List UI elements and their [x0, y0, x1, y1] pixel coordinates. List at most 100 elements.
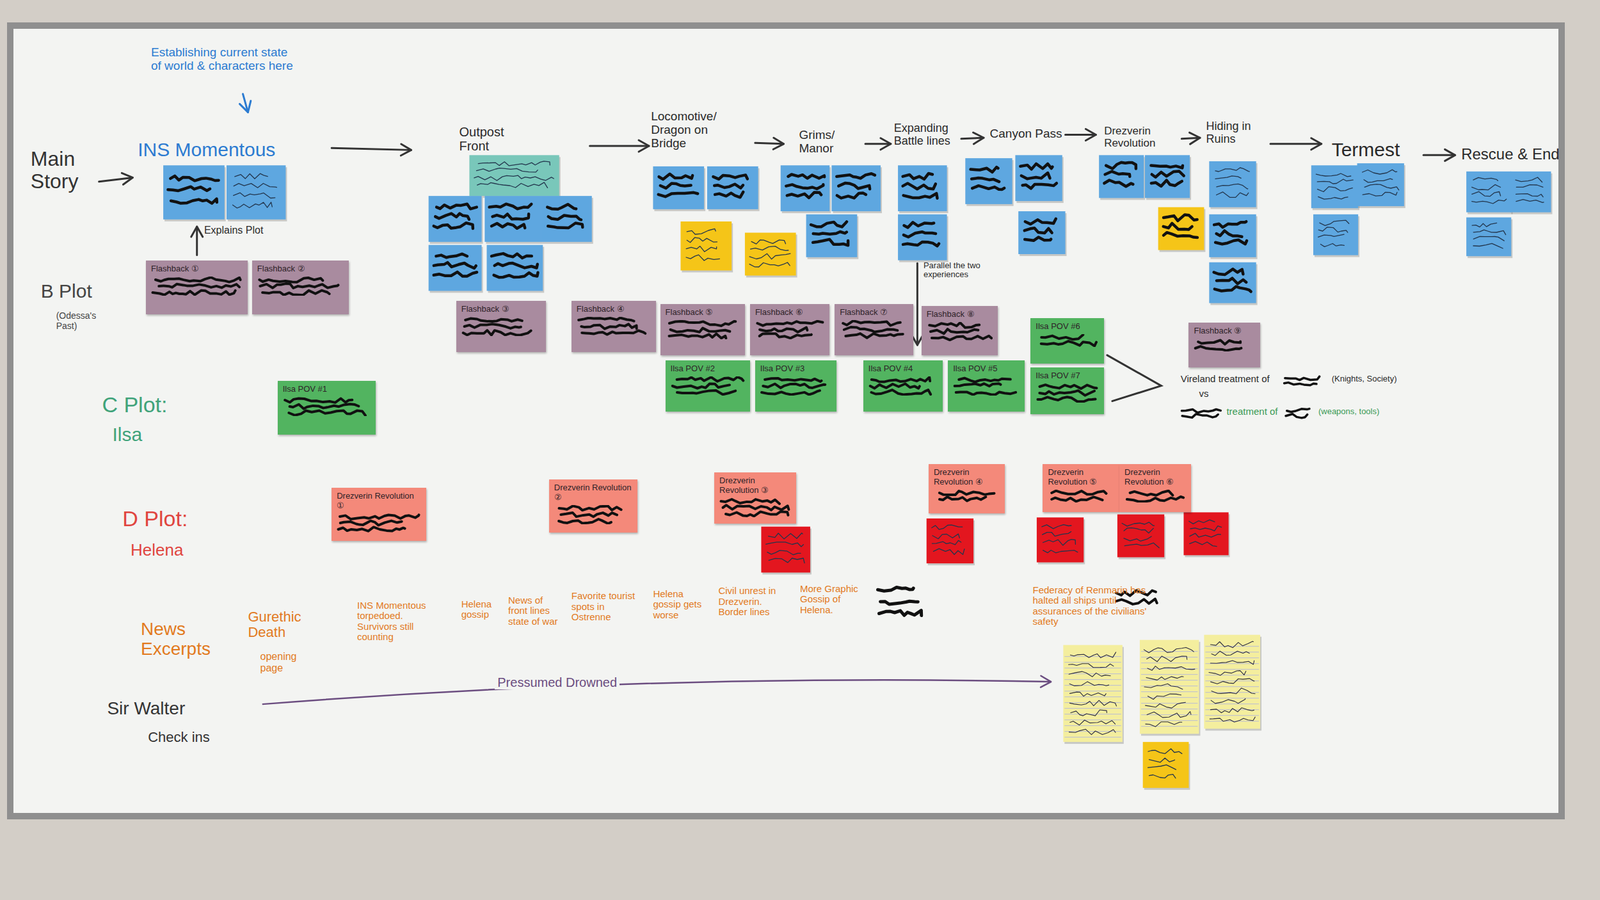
news-excerpt: Gurethic Death — [247, 609, 320, 640]
sticky-note — [428, 245, 482, 292]
handwriting-scribble — [1473, 229, 1506, 235]
sticky-note — [487, 245, 544, 292]
card-heading: Drezverin Revolution ⑤ — [1047, 467, 1115, 488]
ruled-line — [1205, 674, 1259, 676]
section-heading: Expanding Battle lines — [894, 122, 961, 148]
handwriting-scribble — [749, 262, 790, 267]
handwriting-scribble — [1515, 177, 1543, 183]
redaction-scribble — [1182, 414, 1218, 418]
redaction-scribble — [812, 239, 848, 246]
index-card: Drezverin Revolution ① — [331, 487, 427, 541]
sticky-note — [428, 195, 482, 242]
card-heading: Ilsa POV #4 — [868, 364, 938, 374]
redaction-scribble — [1022, 183, 1057, 189]
handwriting-scribble — [1473, 243, 1503, 249]
marker-arrow — [916, 263, 919, 345]
index-card: Flashback ⑤ — [660, 304, 745, 356]
row-sublabel: Check ins — [147, 729, 230, 745]
handwriting-scribble — [1189, 533, 1221, 537]
redaction-area — [719, 497, 792, 518]
redaction-scribble — [1215, 240, 1247, 245]
handwriting-scribble — [1189, 519, 1215, 524]
redaction-scribble — [170, 199, 217, 204]
arrow-head — [973, 132, 984, 144]
handwriting-scribble — [1472, 222, 1497, 227]
sticky-note — [1117, 514, 1165, 558]
redaction-scribble — [284, 398, 352, 402]
card-heading: Drezverin Revolution ④ — [933, 467, 1001, 488]
handwriting-scribble — [1068, 663, 1114, 668]
handwriting-scribble — [1318, 227, 1348, 233]
handwriting-scribble — [1320, 243, 1344, 248]
redaction-scribble — [558, 506, 621, 511]
redaction-area — [760, 376, 832, 396]
arrow-head — [239, 101, 251, 113]
marker-chevron — [1107, 355, 1162, 402]
arrow-head — [880, 138, 891, 150]
handwriting-scribble — [1318, 196, 1348, 200]
card-heading: Flashback ⑧ — [926, 309, 994, 320]
redaction-scribble — [836, 173, 875, 178]
row-label: Sir Walter — [106, 698, 209, 719]
redaction-scribble — [660, 183, 692, 189]
arrow-head — [1189, 132, 1200, 144]
redaction-scribble — [1021, 172, 1051, 179]
sticky-note — [1036, 517, 1084, 562]
sticky-note — [926, 518, 974, 564]
redaction-drawing — [336, 513, 422, 533]
arrow-head — [1040, 675, 1051, 688]
redaction-drawing — [257, 276, 344, 296]
redaction-area — [670, 376, 745, 396]
redaction-scribble — [903, 193, 938, 199]
card-heading: Ilsa POV #3 — [760, 364, 832, 374]
index-card: Drezverin Revolution ③ — [714, 472, 797, 524]
redaction-scribble — [1041, 341, 1097, 347]
handwriting-scribble — [478, 161, 550, 166]
redaction-scribble — [764, 378, 822, 382]
redaction-scribble — [788, 174, 825, 179]
redaction-scribble — [1163, 232, 1198, 238]
news-excerpt: News of front lines state of war — [508, 595, 562, 628]
redaction-scribble — [721, 499, 781, 504]
row-label: News Excerpts — [140, 619, 233, 660]
ruled-line — [1064, 736, 1121, 738]
redaction-scribble — [970, 167, 999, 173]
ruled-line — [1064, 730, 1121, 732]
handwriting-scribble — [1215, 167, 1250, 172]
sticky-note — [1311, 165, 1359, 208]
index-card: Drezverin Revolution ⑥ — [1119, 464, 1192, 512]
sticky-note — [1313, 214, 1359, 256]
redaction-scribble — [465, 318, 523, 322]
handwriting-scribble — [1070, 720, 1116, 726]
section-heading: Grims/ Manor — [798, 128, 850, 156]
ruled-line — [1205, 714, 1259, 716]
handwriting-scribble — [1146, 676, 1184, 681]
ruled-line — [1064, 667, 1121, 669]
sticky-note — [484, 195, 541, 242]
handwriting-scribble — [1070, 709, 1108, 716]
ruled-line — [1064, 656, 1121, 657]
handwriting-scribble — [1472, 191, 1501, 196]
handwriting-scribble — [1070, 691, 1107, 697]
sticky-note — [1510, 171, 1552, 213]
redaction-scribble — [435, 254, 468, 258]
redaction-scribble — [757, 321, 823, 326]
handwriting-scribble — [1362, 169, 1398, 175]
index-card: Flashback ⑥ — [750, 304, 830, 356]
index-card: Drezverin Revolution ④ — [928, 464, 1006, 514]
handwriting-scribble — [931, 524, 963, 530]
marker-arrow — [755, 142, 784, 144]
redaction-area — [1124, 489, 1186, 503]
index-card: Flashback ② — [252, 260, 349, 315]
redaction-scribble — [1024, 237, 1051, 241]
redaction-scribble — [1116, 599, 1158, 605]
redaction-drawing — [1047, 489, 1115, 503]
redaction-scribble — [759, 333, 812, 338]
marker-arrow — [590, 144, 649, 147]
arrow-head — [1311, 138, 1322, 150]
handwriting-scribble — [1189, 541, 1217, 547]
redaction-area — [1035, 383, 1099, 403]
redaction-scribble — [462, 330, 531, 336]
